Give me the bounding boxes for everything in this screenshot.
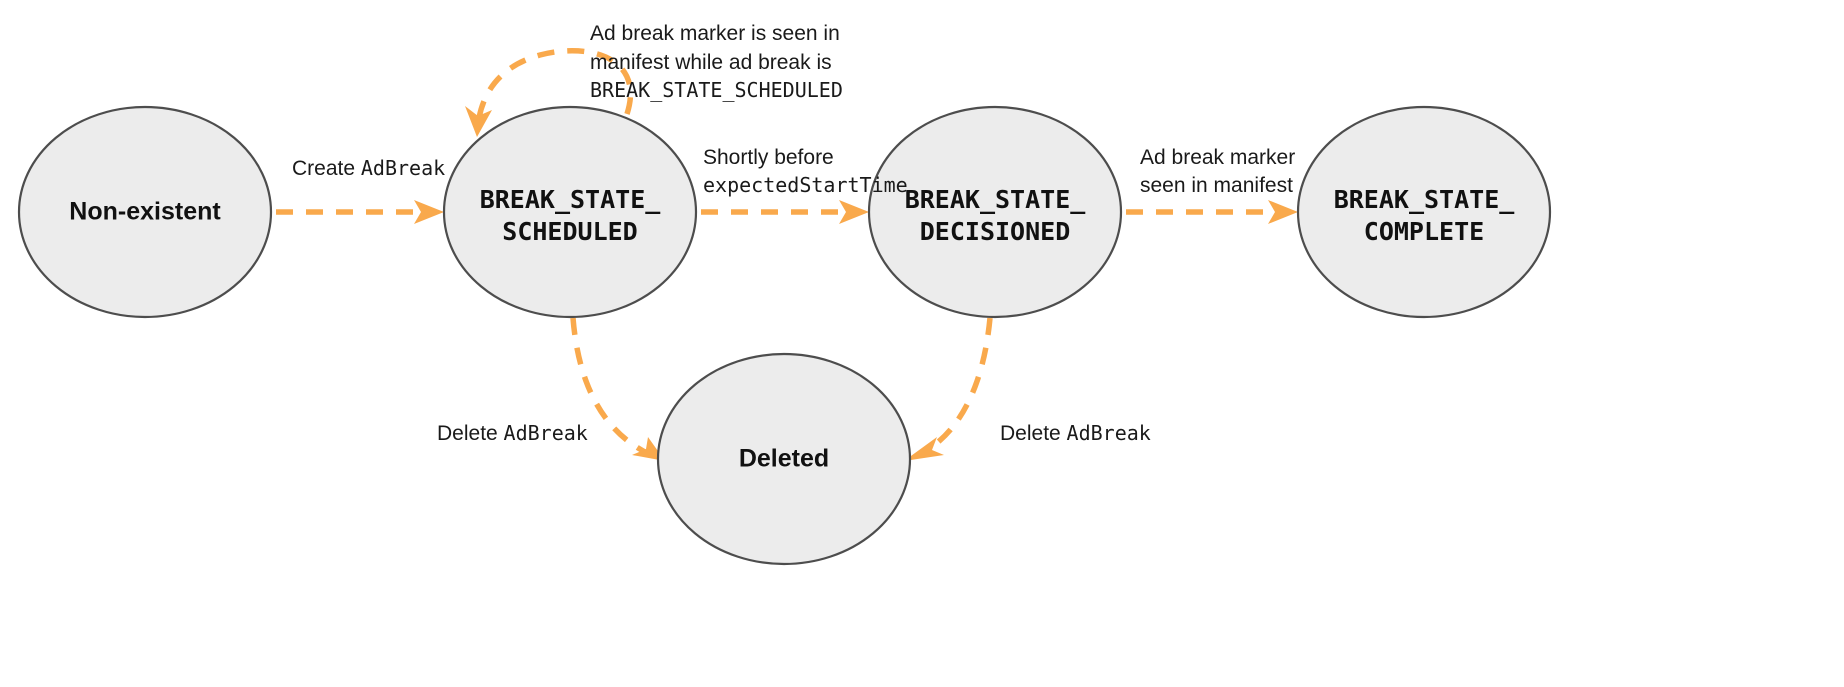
edge-shortly-before-arrowhead: [839, 200, 869, 224]
node-break-state-complete-label-line1: BREAK_STATE_: [1334, 185, 1516, 214]
edge-delete-adbreak-from-decisioned[interactable]: [904, 317, 993, 461]
node-break-state-scheduled-label-line2: SCHEDULED: [502, 217, 637, 246]
edge-label-create-adbreak: Create AdBreak: [292, 156, 445, 180]
edge-delete-adbreak-from-scheduled[interactable]: [570, 317, 665, 461]
node-non-existent-label: Non-existent: [69, 198, 221, 226]
edge-label-marker-seen-line2: seen in manifest: [1140, 174, 1293, 197]
node-break-state-complete[interactable]: BREAK_STATE_ COMPLETE: [1296, 105, 1552, 319]
edge-label-shortly-before-line2: expectedStartTime: [703, 173, 908, 197]
node-break-state-decisioned-label-line2: DECISIONED: [920, 217, 1071, 246]
node-deleted[interactable]: Deleted: [656, 352, 912, 566]
edge-label-delete-from-scheduled-text: Delete AdBreak: [437, 421, 588, 445]
node-break-state-decisioned-shape: [867, 105, 1123, 319]
edge-label-marker-seen-in-manifest: Ad break marker seen in manifest: [1140, 146, 1295, 197]
node-non-existent[interactable]: Non-existent: [17, 105, 273, 319]
node-break-state-complete-label-line2: COMPLETE: [1364, 217, 1484, 246]
edge-delete-from-scheduled-arrowhead: [632, 437, 665, 461]
node-deleted-label: Deleted: [739, 445, 829, 473]
node-non-existent-shape: [17, 105, 273, 319]
edge-label-marker-seen-line1: Ad break marker: [1140, 146, 1295, 169]
edge-label-delete-from-decisioned-part-verb: Delete: [1000, 422, 1067, 445]
edge-delete-from-decisioned-line: [922, 317, 993, 455]
edge-ad-break-marker-seen-in-manifest[interactable]: [1126, 200, 1298, 224]
node-break-state-decisioned-label-line1: BREAK_STATE_: [905, 185, 1087, 214]
edge-label-create-adbreak-part-verb: Create: [292, 157, 361, 180]
edge-scheduled-self-loop[interactable]: [465, 48, 634, 137]
edge-label-delete-from-scheduled-part-type: AdBreak: [504, 421, 588, 445]
edge-label-delete-adbreak-from-decisioned: Delete AdBreak: [1000, 421, 1151, 445]
edge-label-scheduled-self-loop-line2: manifest while ad break is: [590, 51, 832, 74]
edge-scheduled-self-loop-arrowhead: [465, 106, 492, 137]
edge-label-scheduled-self-loop: Ad break marker is seen in manifest whil…: [590, 22, 843, 102]
node-break-state-decisioned[interactable]: BREAK_STATE_ DECISIONED: [867, 105, 1123, 319]
node-break-state-scheduled-label-line1: BREAK_STATE_: [480, 185, 662, 214]
edge-label-delete-from-decisioned-part-type: AdBreak: [1067, 421, 1151, 445]
edge-scheduled-self-loop-line: [476, 48, 634, 119]
node-break-state-scheduled[interactable]: BREAK_STATE_ SCHEDULED: [442, 105, 698, 319]
edge-label-scheduled-self-loop-line1: Ad break marker is seen in: [590, 22, 840, 45]
edge-shortly-before-expected-start-time[interactable]: [701, 200, 869, 224]
node-deleted-shape: [656, 352, 912, 566]
edge-label-scheduled-self-loop-line3: BREAK_STATE_SCHEDULED: [590, 78, 843, 102]
edge-marker-seen-arrowhead: [1268, 200, 1298, 224]
edge-label-create-adbreak-text: Create AdBreak: [292, 156, 445, 180]
edge-delete-from-decisioned-arrowhead: [904, 437, 944, 461]
edge-label-delete-from-decisioned-text: Delete AdBreak: [1000, 421, 1151, 445]
node-break-state-complete-shape: [1296, 105, 1552, 319]
edge-label-delete-from-scheduled-part-verb: Delete: [437, 422, 504, 445]
edge-label-shortly-before: Shortly before expectedStartTime: [703, 146, 908, 197]
edge-label-shortly-before-line1: Shortly before: [703, 146, 834, 169]
edge-label-delete-adbreak-from-scheduled: Delete AdBreak: [437, 421, 588, 445]
edge-create-adbreak-arrowhead: [414, 200, 444, 224]
node-break-state-scheduled-shape: [442, 105, 698, 319]
edge-create-adbreak[interactable]: [276, 200, 444, 224]
edge-label-create-adbreak-part-type: AdBreak: [361, 156, 445, 180]
